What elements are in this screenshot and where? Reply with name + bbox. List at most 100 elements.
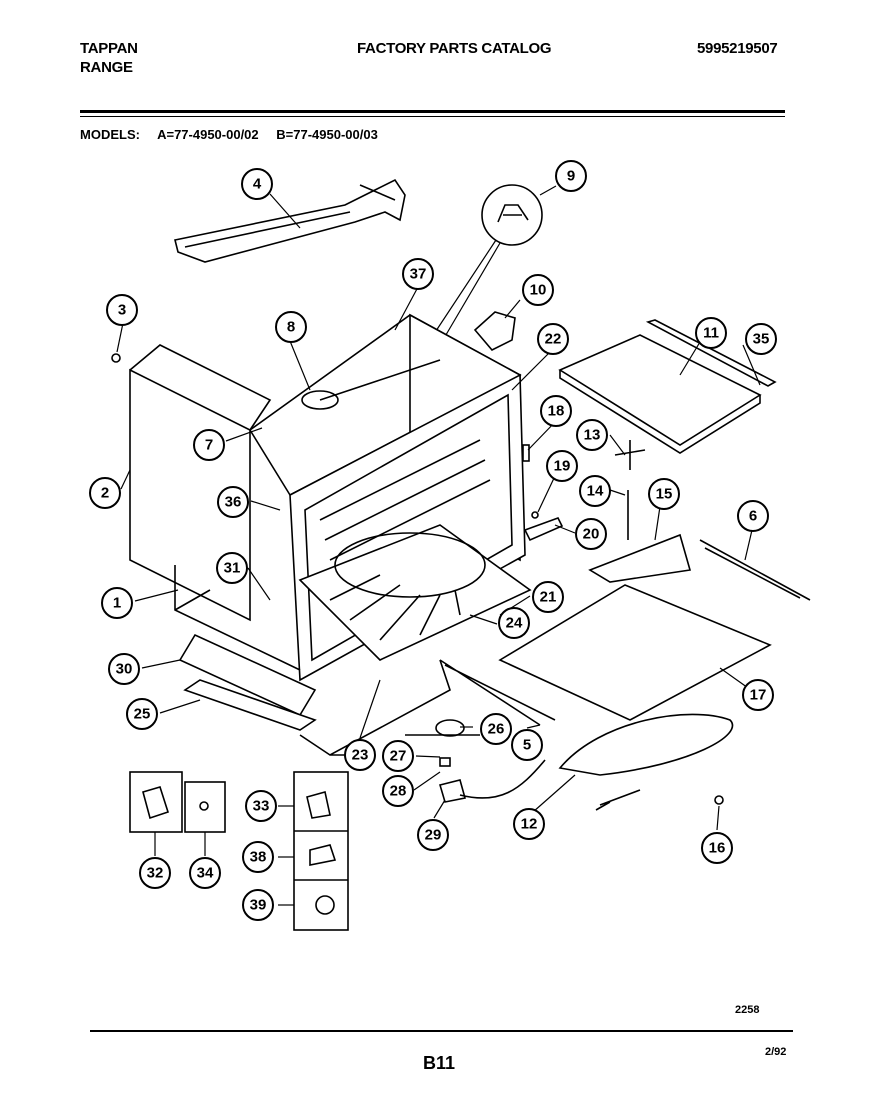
callout-11: 11: [695, 317, 727, 349]
callout-label: 24: [506, 615, 523, 632]
callout-circle: [344, 739, 376, 771]
callout-18: 18: [540, 395, 572, 427]
callout-7: 7: [193, 429, 225, 461]
callout-label: 37: [410, 266, 427, 283]
callout-circle: [242, 841, 274, 873]
part-igniter: [438, 779, 467, 803]
callout-27: 27: [382, 740, 414, 772]
callout-label: 19: [554, 458, 571, 475]
part-front-rail: [178, 633, 317, 717]
product-name: RANGE: [80, 59, 133, 76]
callout-circle: [513, 808, 545, 840]
callout-label: 38: [250, 849, 267, 866]
callout-label: 26: [488, 721, 505, 738]
callout-19: 19: [546, 450, 578, 482]
callout-25: 25: [126, 698, 158, 730]
callout-label: 6: [749, 508, 757, 525]
callout-label: 34: [197, 865, 214, 882]
callout-circle: [737, 500, 769, 532]
callout-22: 22: [537, 323, 569, 355]
callout-circle: [648, 478, 680, 510]
callout-6: 6: [737, 500, 769, 532]
callout-label: 15: [656, 486, 673, 503]
callout-circle: [579, 475, 611, 507]
part-burner-tube: [319, 359, 441, 401]
callout-label: 36: [225, 494, 242, 511]
part-gas-tube: [439, 659, 556, 726]
callout-15: 15: [648, 478, 680, 510]
callout-8: 8: [275, 311, 307, 343]
part-thermostat-assembly: [588, 440, 692, 583]
callout-label: 16: [709, 840, 726, 857]
revision-date: 2/92: [765, 1046, 787, 1058]
callout-32: 32: [139, 857, 171, 889]
callout-label: 14: [587, 483, 604, 500]
callout-38: 38: [242, 841, 274, 873]
callout-label: 13: [584, 427, 601, 444]
part-screw-16: [714, 795, 724, 805]
callout-circle: [417, 819, 449, 851]
callout-13: 13: [576, 419, 608, 451]
header-rule-thin: [80, 116, 785, 117]
callout-label: 39: [250, 897, 267, 914]
callout-29: 29: [417, 819, 449, 851]
callout-circle: [576, 419, 608, 451]
callout-20: 20: [575, 518, 607, 550]
callout-21: 21: [532, 581, 564, 613]
callout-label: 12: [521, 816, 538, 833]
part-top-trim: [174, 178, 406, 263]
callout-circle: [480, 713, 512, 745]
callout-circle: [511, 729, 543, 761]
callout-circle: [245, 790, 277, 822]
part-broil-rod: [699, 539, 811, 601]
part-screw-3: [111, 353, 121, 363]
callout-circle: [382, 775, 414, 807]
models-label: MODELS:: [80, 127, 140, 142]
callout-label: 29: [425, 827, 442, 844]
callout-circle: [402, 258, 434, 290]
callout-17: 17: [742, 679, 774, 711]
callout-28: 28: [382, 775, 414, 807]
part-inset-33: [306, 791, 331, 819]
header-rule-thick: [80, 110, 785, 113]
callout-circle: [101, 587, 133, 619]
part-bake-element: [558, 713, 734, 776]
callout-26: 26: [480, 713, 512, 745]
callout-circle: [217, 486, 249, 518]
callout-circle: [89, 477, 121, 509]
callout-label: 27: [390, 748, 407, 765]
part-inset-32: [142, 786, 170, 820]
callout-label: 1: [113, 595, 121, 612]
part-kick-panel: [183, 679, 317, 731]
callout-label: 10: [530, 282, 547, 299]
callout-2: 2: [89, 477, 121, 509]
callout-label: 31: [224, 560, 241, 577]
callout-circle: [695, 317, 727, 349]
callout-circle: [216, 552, 248, 584]
callout-label: 7: [205, 437, 213, 454]
callout-label: 33: [253, 798, 270, 815]
callout-9: 9: [555, 160, 587, 192]
callout-circle: [522, 274, 554, 306]
callout-label: 2: [101, 485, 109, 502]
leader-lines: [116, 185, 761, 906]
part-igniter-wire: [459, 759, 546, 799]
callout-circle: [540, 395, 572, 427]
callout-circle: [106, 294, 138, 326]
callout-14: 14: [579, 475, 611, 507]
callout-3: 3: [106, 294, 138, 326]
callout-label: 5: [523, 737, 531, 754]
part-burner-bracket: [299, 659, 451, 756]
callout-circle: [537, 323, 569, 355]
part-control-panel: [558, 319, 777, 454]
callout-35: 35: [745, 323, 777, 355]
part-orifice-ring: [435, 719, 465, 737]
callout-circle: [701, 832, 733, 864]
callout-23: 23: [344, 739, 376, 771]
page-number: B11: [423, 1053, 456, 1073]
callout-label: 11: [703, 325, 719, 342]
callout-circle: [742, 679, 774, 711]
models-line: MODELS: A=77-4950-00/02 B=77-4950-00/03: [80, 127, 392, 142]
